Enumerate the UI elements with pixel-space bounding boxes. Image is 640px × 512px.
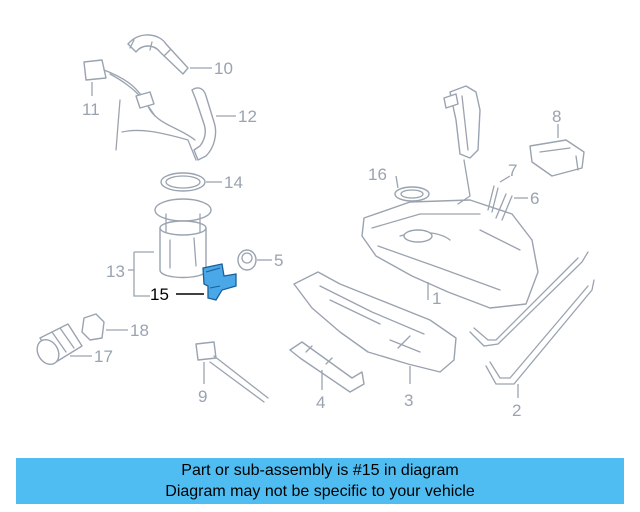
part-1-fuel-tank[interactable]: 1: [361, 199, 539, 309]
part-9-fuel-line[interactable]: 9: [195, 341, 269, 406]
callout-14: 14: [224, 173, 243, 192]
part-17-fuel-filter[interactable]: 17: [33, 323, 113, 368]
part-12-elbow-hose[interactable]: 12: [191, 87, 257, 161]
part-6-fitting[interactable]: 6: [495, 189, 539, 221]
callout-13: 13: [106, 262, 125, 281]
banner-line-1: Part or sub-assembly is #15 in diagram: [181, 462, 459, 479]
info-banner: Part or sub-assembly is #15 in diagram D…: [16, 458, 624, 504]
callout-4: 4: [316, 393, 325, 412]
callout-12: 12: [238, 107, 257, 126]
part-7-fitting[interactable]: 7: [487, 161, 517, 213]
part-14-seal-ring[interactable]: 14: [160, 172, 243, 192]
callout-3: 3: [404, 391, 413, 410]
part-15-bracket-highlighted[interactable]: 15: [150, 263, 237, 304]
callout-10: 10: [214, 59, 233, 78]
part-5-cap[interactable]: 5: [237, 249, 283, 271]
banner-line-2: Diagram may not be specific to your vehi…: [165, 483, 475, 500]
callout-7: 7: [508, 161, 517, 180]
callout-17: 17: [94, 347, 113, 366]
part-10-hose[interactable]: 10: [127, 34, 233, 78]
callout-9: 9: [198, 387, 207, 406]
part-2-tank-straps[interactable]: 2: [469, 251, 595, 420]
part-11-vent-valve[interactable]: 11: [82, 59, 197, 161]
callout-15: 15: [150, 285, 169, 304]
filler-neck: [443, 85, 481, 205]
part-16-lock-ring[interactable]: 16: [368, 165, 430, 202]
callout-5: 5: [274, 251, 283, 270]
part-8-canister[interactable]: 8: [529, 107, 585, 177]
callout-6: 6: [530, 189, 539, 208]
parts-diagram: 10 11 12 14 13 15: [33, 34, 595, 420]
callout-1: 1: [432, 289, 441, 308]
callout-2: 2: [512, 401, 521, 420]
part-3-heat-shield[interactable]: 3: [293, 271, 457, 410]
callout-16: 16: [368, 165, 387, 184]
part-13-fuel-pump-module[interactable]: 13: [106, 198, 212, 297]
callout-8: 8: [552, 107, 561, 126]
callout-11: 11: [82, 100, 100, 119]
part-18-holder[interactable]: 18: [81, 313, 149, 341]
part-4-bracket[interactable]: 4: [289, 341, 365, 412]
callout-18: 18: [130, 321, 149, 340]
